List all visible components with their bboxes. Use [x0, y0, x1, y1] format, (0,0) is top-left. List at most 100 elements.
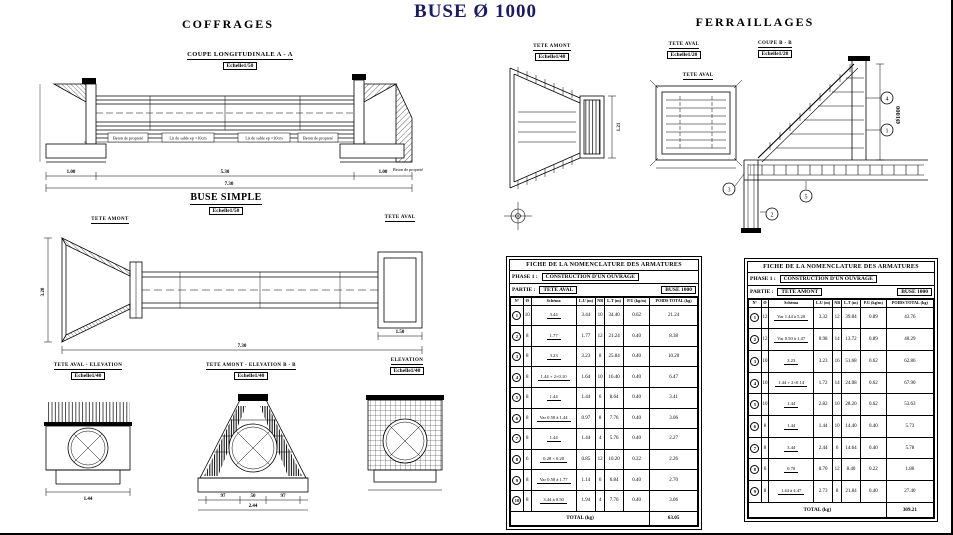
cell-unit-weight: 0.89: [859, 306, 887, 330]
dim-plan-total: 7.30: [238, 344, 247, 349]
cell-unit-weight: 0.40: [859, 480, 887, 503]
cell-unit-length: 1.44: [812, 415, 834, 438]
cell-unit-weight: 0.40: [623, 469, 651, 491]
table-phase-row: PHASE 1 : CONSTRUCTION D'UN OUVRAGE: [748, 273, 934, 286]
cell-schema: 1.44 à 4.47: [768, 480, 814, 503]
svg-text:1: 1: [886, 128, 889, 134]
cell-count: 8: [832, 480, 842, 503]
cell-unit-weight: 0.40: [623, 386, 651, 409]
cell-mark: 9: [748, 480, 762, 503]
cell-total-weight: 3.41: [649, 386, 698, 409]
svg-text:4: 4: [886, 96, 889, 102]
label-elev-tete-amont: TETE AMONT - ELEVATION B - B Echelle1/40: [206, 363, 296, 380]
cell-total-weight: 27.40: [885, 480, 935, 503]
cell-diameter: 10: [760, 349, 770, 373]
cell-unit-length: 3.23: [812, 349, 834, 373]
cell-mark: 2: [510, 325, 524, 347]
coupe-longitudinale-drawing: Beton de propreté Lit de sable ep =10cm …: [39, 74, 423, 192]
cell-mark: 3: [748, 349, 762, 373]
cell-unit-weight: 0.62: [623, 304, 651, 327]
cell-mark: 5: [510, 386, 524, 409]
cell-unit-length: 1.77: [575, 325, 597, 347]
dim-amont-3: 97: [281, 494, 287, 499]
elevation-tete-amont-drawing: 97 50 97 2.44: [197, 394, 309, 511]
column-header: L.T (m): [841, 299, 861, 308]
column-header: Ø: [522, 297, 532, 306]
cell-total-weight: 21.24: [649, 304, 698, 327]
callout-5: [799, 189, 813, 203]
cell-schema: 0.20 × 0.20: [530, 448, 577, 471]
dim-coupe-mid: 5.30: [221, 170, 230, 175]
cell-total-length: 7.76: [603, 407, 625, 430]
column-header: N°: [748, 299, 762, 308]
cell-count: 12: [832, 306, 842, 330]
scale-box: Echelle1/20: [666, 51, 702, 59]
cell-unit-length: 2.44: [812, 436, 834, 460]
cell-count: 6: [832, 436, 842, 460]
column-header: NB: [595, 297, 605, 306]
cell-count: 8: [595, 345, 605, 368]
cell-mark: 4: [510, 366, 524, 388]
cell-unit-length: 1.14: [575, 469, 597, 491]
cell-mark: 6: [510, 407, 524, 430]
dim-coupe-left: 1.00: [67, 170, 76, 175]
cell-total-weight: 2.70: [649, 469, 698, 491]
dim-plan-height: 3.20: [41, 287, 46, 296]
svg-text:5: 5: [805, 194, 808, 200]
cell-diameter: 8: [760, 415, 770, 438]
cell-unit-weight: 0.40: [623, 428, 651, 450]
dim-plan-right: 1.50: [396, 330, 405, 335]
cell-unit-weight: 0.40: [623, 325, 651, 347]
label-coupe-longitudinale: COUPE LONGITUDINALE A - A Echelle1/50: [187, 51, 293, 70]
note-sable-2: Lit de sable ep =10cm: [245, 136, 283, 141]
scale-box: Echelle1/40: [534, 53, 570, 61]
cell-schema: 3.44 à 0.50: [530, 489, 577, 512]
cell-diameter: 8: [522, 489, 532, 512]
cell-unit-length: 0.70: [812, 458, 834, 482]
cell-schema: 1.44: [530, 428, 577, 450]
cell-unit-weight: 0.22: [859, 458, 887, 482]
cell-unit-length: 1.44: [575, 428, 597, 450]
cell-total-weight: 62.86: [885, 349, 935, 373]
column-header: L.U (m): [812, 299, 834, 308]
cell-schema: 0.70: [768, 458, 814, 482]
section-target-marker: [504, 202, 532, 230]
cell-mark: 8: [510, 448, 524, 471]
cell-mark: 7: [748, 436, 762, 460]
column-header: Schéma: [530, 297, 577, 306]
cell-total-weight: 5.73: [885, 415, 935, 438]
cell-total-weight: 43.76: [885, 306, 935, 330]
cell-diameter: 8: [522, 428, 532, 450]
cell-total-length: 16.40: [603, 366, 625, 388]
total-value: 309.21: [885, 501, 935, 519]
cell-total-weight: 40.29: [885, 328, 935, 351]
total-label: TOTAL (kg): [509, 510, 651, 527]
cell-diameter: 10: [760, 393, 770, 417]
cell-mark: 3: [510, 345, 524, 368]
cell-schema: Var 0.50 à 1.47: [768, 328, 814, 351]
cell-count: 8: [595, 407, 605, 430]
dim-fer-amont: 1.21: [617, 122, 622, 131]
cell-total-length: 28.20: [841, 393, 861, 417]
cell-schema: 1.44 + 2×0.10: [530, 366, 577, 388]
dim-amont-2: 50: [251, 494, 257, 499]
cell-schema: 1.44: [768, 415, 814, 438]
cell-total-length: 14.64: [841, 436, 861, 460]
note-sable-1: Lit de sable ep =10cm: [169, 136, 207, 141]
scale-box: Echelle1/40: [233, 372, 269, 380]
cell-schema: Var 1.44 à 5.20: [768, 306, 814, 330]
cell-mark: 4: [748, 371, 762, 395]
ferraillage-coupe-bb-drawing: Ø1000 4 1 5 3 2: [722, 56, 928, 233]
cell-total-length: 51.68: [841, 349, 861, 373]
cell-total-length: 10.20: [603, 448, 625, 471]
label-buse-simple: BUSE SIMPLE Echelle1/50: [190, 192, 262, 215]
column-header: P.U (kg/m): [859, 299, 887, 308]
cell-total-length: 25.84: [603, 345, 625, 368]
